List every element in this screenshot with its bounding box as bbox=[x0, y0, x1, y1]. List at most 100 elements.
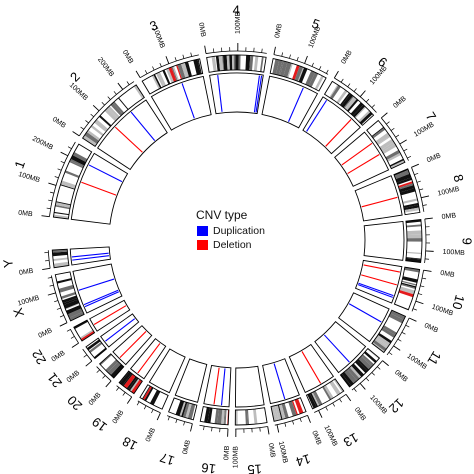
tick-axis-15 bbox=[235, 426, 268, 430]
tick-label: 0MB bbox=[440, 270, 456, 279]
tick-mark bbox=[390, 127, 395, 131]
cnv-deletion-mark bbox=[347, 154, 380, 175]
tick-axis-7 bbox=[380, 117, 409, 161]
cytoband bbox=[157, 71, 167, 87]
tick-mark bbox=[57, 168, 62, 171]
tick-mark bbox=[371, 104, 375, 108]
chromosome-label-4: 4 bbox=[233, 2, 240, 17]
cytoband bbox=[112, 101, 125, 115]
cytoband bbox=[341, 93, 354, 108]
cytoband bbox=[363, 351, 377, 363]
tick-mark bbox=[41, 215, 50, 218]
ideogram-3 bbox=[141, 58, 204, 95]
cytoband bbox=[375, 132, 391, 145]
chromosome-label-2: 2 bbox=[67, 69, 83, 85]
cytoband bbox=[55, 202, 71, 208]
cytoband bbox=[52, 251, 68, 257]
cytoband bbox=[291, 400, 298, 416]
cytoband bbox=[72, 152, 88, 162]
cytoband bbox=[396, 177, 412, 185]
cnv-duplication-mark bbox=[88, 164, 123, 183]
tick-label: 100MB bbox=[235, 11, 242, 34]
cytoband bbox=[235, 54, 239, 71]
cytoband bbox=[126, 376, 138, 390]
cytoband bbox=[60, 184, 75, 190]
tick-mark bbox=[340, 78, 344, 83]
cytoband bbox=[313, 390, 323, 406]
tick-mark bbox=[60, 151, 69, 157]
chromosome-label-12: 12 bbox=[386, 395, 407, 416]
tick-mark bbox=[71, 342, 79, 348]
tick-mark bbox=[167, 416, 170, 421]
tick-label: 0MB bbox=[51, 116, 67, 130]
cytoband bbox=[287, 63, 293, 78]
cytoband bbox=[215, 55, 221, 72]
tick-label: 0MB bbox=[223, 445, 231, 460]
tick-mark bbox=[424, 217, 433, 220]
cnv-duplication-mark bbox=[220, 368, 226, 406]
chromosome-track-10 bbox=[354, 259, 403, 304]
tick-mark bbox=[359, 90, 366, 97]
cytoband bbox=[238, 55, 241, 71]
tick-mark bbox=[422, 204, 427, 206]
tick-mark bbox=[59, 315, 64, 318]
ideogram-21 bbox=[85, 337, 108, 360]
tick-mark bbox=[49, 191, 54, 194]
cytoband bbox=[309, 392, 318, 408]
cytoband bbox=[133, 85, 145, 99]
cytoband bbox=[79, 329, 94, 339]
tick-mark bbox=[371, 372, 375, 376]
tick-mark bbox=[60, 161, 65, 164]
tick-axis-9 bbox=[424, 218, 427, 264]
cytoband bbox=[322, 386, 332, 401]
cytoband bbox=[180, 62, 190, 78]
cytoband bbox=[73, 320, 88, 330]
tick-mark bbox=[318, 66, 322, 70]
chromosome-label-18: 18 bbox=[120, 434, 140, 454]
cytoband bbox=[226, 55, 230, 71]
chromosome-label-X: X bbox=[10, 306, 27, 319]
cytoband bbox=[398, 181, 414, 188]
tick-mark bbox=[47, 292, 56, 296]
tick-label: 0MB bbox=[88, 391, 103, 407]
cytoband bbox=[63, 297, 78, 305]
tick-label: 100MB bbox=[442, 249, 465, 257]
tick-mark bbox=[261, 48, 263, 53]
deletion-swatch bbox=[197, 240, 208, 250]
cytoband bbox=[99, 115, 112, 127]
cytoband bbox=[204, 407, 210, 423]
cytoband bbox=[399, 185, 415, 193]
cytoband bbox=[350, 102, 364, 116]
ideogram-5 bbox=[269, 58, 327, 92]
chromosome-label-16: 16 bbox=[200, 460, 216, 474]
chromosome-track-X bbox=[72, 263, 123, 314]
cytoband bbox=[358, 356, 372, 370]
tick-label: 100MB bbox=[68, 82, 89, 102]
tick-mark bbox=[418, 293, 423, 296]
ideogram-6 bbox=[323, 80, 375, 126]
chromosome-label-19: 19 bbox=[89, 414, 110, 435]
tick-label: 0MB bbox=[340, 49, 354, 65]
cytoband bbox=[357, 359, 370, 371]
cytoband bbox=[53, 261, 69, 268]
cytoband bbox=[119, 371, 132, 386]
cytoband bbox=[381, 142, 396, 152]
cnv-deletion-mark bbox=[137, 343, 161, 374]
cytoband bbox=[222, 55, 225, 71]
cytoband bbox=[372, 127, 386, 139]
cnv-duplication-mark bbox=[348, 303, 382, 323]
cytoband bbox=[110, 364, 124, 378]
cytoband bbox=[118, 97, 129, 110]
tick-mark bbox=[339, 398, 342, 403]
cytoband bbox=[401, 282, 417, 288]
ideogram-9 bbox=[405, 218, 423, 264]
tick-mark bbox=[332, 402, 336, 407]
cytoband bbox=[359, 111, 373, 125]
tick-mark bbox=[56, 307, 61, 310]
cytoband bbox=[347, 367, 360, 381]
tick-mark bbox=[395, 134, 400, 138]
cytoband bbox=[162, 69, 171, 85]
tick-mark bbox=[66, 329, 71, 332]
cytoband bbox=[298, 67, 308, 83]
tick-mark bbox=[151, 409, 154, 414]
